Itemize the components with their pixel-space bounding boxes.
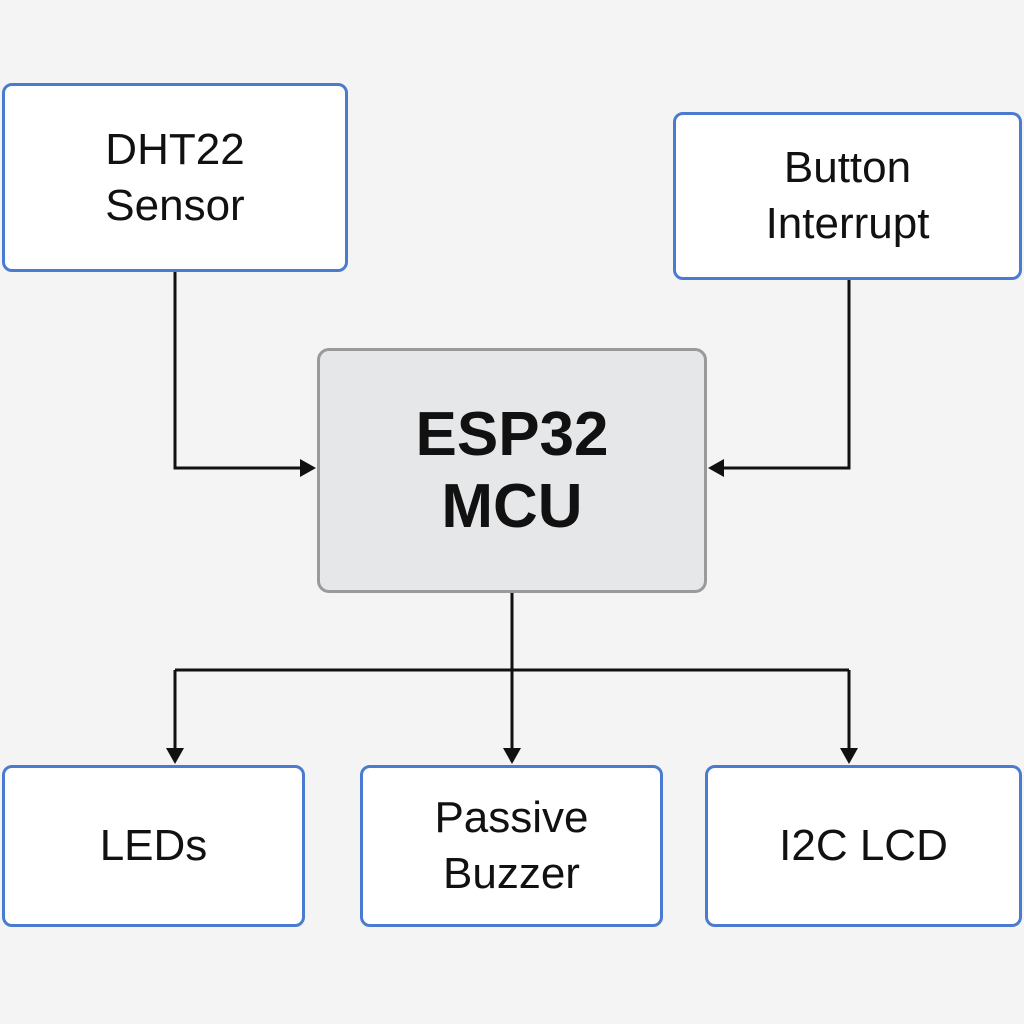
node-label-i2c-lcd: I2C LCD — [779, 821, 948, 870]
arrowhead-mcu-to-buzzer — [503, 748, 521, 764]
node-label-passive-buzzer: Passive Buzzer — [434, 793, 589, 898]
node-label-esp32-mcu: ESP32 MCU — [415, 399, 609, 541]
node-label-dht22-sensor: DHT22 Sensor — [105, 124, 245, 230]
node-label-button-interrupt: Button Interrupt — [765, 143, 930, 248]
node-label-leds: LEDs — [99, 821, 208, 870]
arrowhead-mcu-to-lcd — [840, 748, 858, 764]
arrowhead-sensor-to-mcu — [300, 459, 316, 477]
edge-sensor-to-mcu — [173, 272, 302, 470]
node-passive-buzzer: Passive Buzzer — [360, 765, 663, 927]
node-leds: LEDs — [2, 765, 305, 927]
node-i2c-lcd: I2C LCD — [705, 765, 1022, 927]
node-dht22-sensor: DHT22 Sensor — [2, 83, 348, 272]
arrowhead-button-to-mcu — [708, 459, 724, 477]
node-esp32-mcu: ESP32 MCU — [317, 348, 707, 593]
arrowhead-mcu-to-leds — [166, 748, 184, 764]
node-button-interrupt: Button Interrupt — [673, 112, 1022, 280]
edge-button-to-mcu — [722, 280, 851, 470]
